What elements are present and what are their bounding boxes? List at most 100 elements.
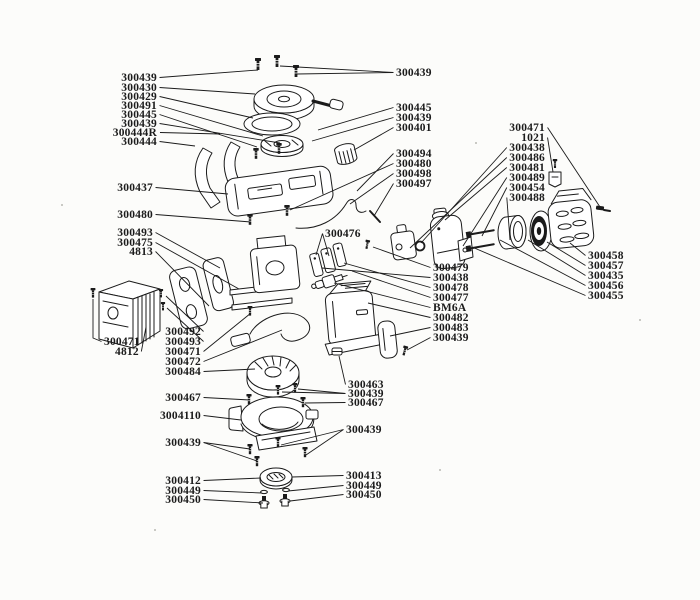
part-label: 4813 (129, 246, 153, 258)
part-label: 300484 (165, 366, 201, 378)
part-label: 300489 (509, 172, 545, 184)
leader-line (296, 72, 394, 75)
leader-line (349, 173, 394, 205)
part-label: 300438 (509, 142, 545, 154)
leader-line (166, 307, 204, 342)
flywheel (246, 355, 300, 398)
leader-line (546, 241, 586, 266)
starter-gasket (243, 112, 301, 136)
leader-line (155, 232, 221, 269)
part-label: 300450 (346, 489, 382, 501)
part-label: 300481 (509, 162, 545, 174)
part-label: 300439 (346, 424, 382, 436)
leader-line (409, 157, 508, 249)
leader-line (203, 442, 258, 462)
leader-line (279, 65, 394, 73)
part-label: 3004110 (160, 410, 201, 422)
part-label: 300497 (396, 178, 432, 190)
leader-line (155, 242, 240, 290)
blower-housing (228, 396, 319, 451)
paper-speck (639, 319, 641, 321)
screw-icon (246, 393, 252, 405)
leader-line (297, 388, 346, 394)
part-label: 300493 (117, 227, 153, 239)
leader-line (389, 327, 431, 337)
leader-line (155, 187, 229, 195)
paper-speck (61, 204, 63, 206)
part-label: 300471 (509, 122, 545, 134)
part-label: 300439 (121, 72, 157, 84)
leader-line (305, 429, 344, 456)
part-label: 300435 (588, 270, 624, 282)
part-label: 300467 (165, 392, 201, 404)
screw-icon (254, 455, 260, 467)
spark-plug (311, 274, 348, 289)
leader-line (203, 499, 264, 504)
leader-line (356, 153, 394, 192)
leader-line (338, 355, 346, 385)
part-label: 300483 (433, 322, 469, 334)
leader-line (203, 329, 283, 362)
leader-line (155, 214, 252, 223)
part-label: 300444 (121, 136, 157, 148)
part-label: 300476 (325, 228, 361, 240)
carburetor-gaskets (309, 242, 347, 277)
part-label: 300475 (117, 237, 153, 249)
leader-line (289, 163, 394, 211)
tank-bracket (457, 236, 474, 262)
part-label: 1021 (521, 132, 545, 144)
part-label: 300491 (121, 100, 157, 112)
part-label: 4812 (115, 346, 139, 358)
leader-line (481, 187, 508, 237)
leader-line (317, 107, 394, 131)
part-label: 300439 (396, 67, 432, 79)
leader-line (420, 147, 508, 244)
part-label: 300454 (509, 182, 545, 194)
nut (331, 347, 343, 356)
leader-line (289, 494, 344, 502)
leader-line (547, 137, 554, 173)
leader-line (367, 302, 431, 318)
leader-line (343, 262, 431, 288)
part-label: 300492 (165, 326, 201, 338)
part-label: 300444R (113, 127, 158, 139)
leader-line (159, 123, 281, 144)
leader-line (281, 391, 346, 394)
mounting-screw (465, 229, 495, 239)
leader-line (159, 69, 259, 78)
leader-line (159, 141, 196, 147)
part-label: 300472 (165, 356, 201, 368)
part-label: 300439 (396, 112, 432, 124)
leader-line (159, 132, 221, 135)
leader-line (159, 105, 264, 137)
part-label: 300488 (509, 192, 545, 204)
part-label: 300480 (396, 158, 432, 170)
clamp (548, 158, 562, 188)
part-label: 300463 (348, 379, 384, 391)
part-label: 300439 (433, 332, 469, 344)
part-label: 300480 (117, 209, 153, 221)
leader-line (547, 127, 601, 208)
leader-line (444, 167, 508, 221)
part-label: 300455 (588, 290, 624, 302)
screw-icon (246, 213, 254, 226)
leader-line (351, 270, 431, 298)
part-label: 300438 (433, 272, 469, 284)
starter-drum-ring (497, 215, 527, 250)
part-label: 300439 (348, 388, 384, 400)
bolt-icon (258, 495, 270, 509)
leader-line (322, 233, 330, 257)
screw-icon (160, 301, 166, 311)
leader-line (353, 127, 394, 151)
leader-line (155, 251, 210, 307)
part-label: 300494 (396, 148, 432, 160)
bushing (334, 143, 358, 165)
cylinder-cover (324, 280, 383, 356)
pin-screw (595, 205, 611, 212)
part-label: 300493 (165, 336, 201, 348)
screw-icon (90, 287, 96, 299)
leader-line (462, 177, 508, 247)
part-label: 300482 (433, 312, 469, 324)
